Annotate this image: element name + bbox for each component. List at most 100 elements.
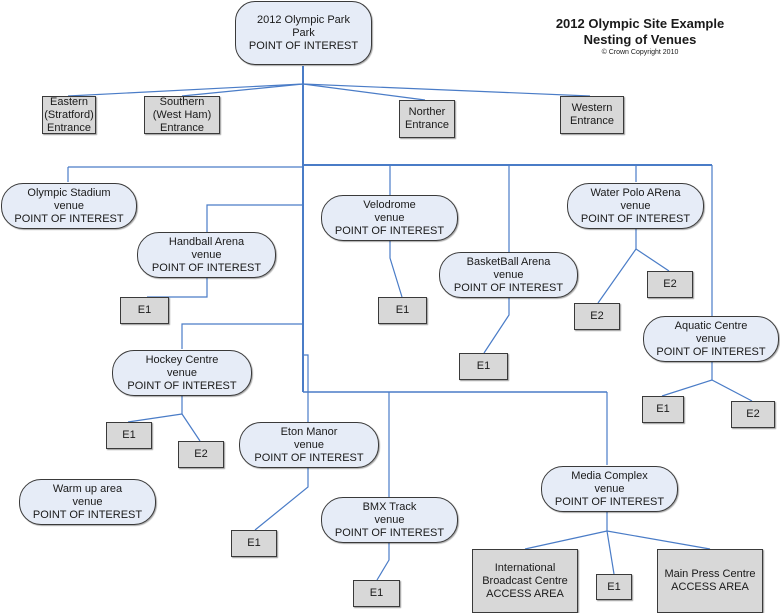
link-basketball-e1 [483, 297, 510, 354]
venue-name: Hockey Centre [145, 353, 219, 366]
entrance-label: Entrance [404, 119, 450, 131]
access-area-main-press-centre[interactable]: Main Press Centre ACCESS AREA [657, 549, 763, 613]
link-eton-e1 [254, 467, 309, 531]
link-hockey-e2 [181, 413, 201, 442]
aquatic-e2[interactable]: E2 [731, 401, 775, 428]
link-hockey-e1 [127, 413, 183, 423]
bmx-e1[interactable]: E1 [353, 580, 400, 607]
e-label: E2 [590, 310, 604, 322]
entrance-label: Entrance [46, 121, 92, 134]
basketball-e1[interactable]: E1 [459, 353, 508, 380]
venue-bmx-track[interactable]: BMX Track venue POINT OF INTEREST [321, 497, 458, 543]
venue-type: venue [594, 482, 625, 495]
link-handball [206, 204, 303, 232]
handball-e1[interactable]: E1 [120, 297, 169, 324]
link-media-e1 [606, 530, 615, 575]
hockey-e2[interactable]: E2 [178, 441, 224, 468]
venue-name: Eton Manor [280, 425, 338, 438]
link-eton [303, 354, 309, 422]
entrance-label: (Stratford) [44, 108, 94, 121]
venue-kind: POINT OF INTEREST [254, 451, 364, 464]
link-media-iba [524, 530, 608, 550]
entrance-western[interactable]: Western Entrance [560, 96, 624, 134]
node-label: 2012 Olympic Park [257, 13, 350, 26]
entrance-norther[interactable]: Norther Entrance [399, 100, 455, 138]
e-label: E1 [137, 304, 152, 316]
e-label: E1 [476, 360, 491, 372]
e-label: E1 [656, 403, 670, 415]
hockey-e1[interactable]: E1 [106, 422, 152, 449]
title-line-2: Nesting of Venues [583, 32, 697, 47]
node-olympic-park[interactable]: 2012 Olympic Park Park POINT OF INTEREST [235, 1, 372, 65]
e-label: E1 [607, 580, 621, 593]
entrance-eastern[interactable]: Eastern (Stratford) Entrance [42, 96, 96, 134]
venue-eton-manor[interactable]: Eton Manor venue POINT OF INTEREST [239, 422, 379, 468]
link-bmx-e1 [376, 543, 390, 581]
venue-basketball-arena[interactable]: BasketBall Arena venue POINT OF INTEREST [439, 252, 578, 298]
velodrome-e1[interactable]: E1 [378, 297, 427, 324]
diagram-title: 2012 Olympic Site Example Nesting of Ven… [530, 16, 750, 58]
title-line-1: 2012 Olympic Site Example [555, 16, 725, 31]
venue-type: venue [620, 199, 651, 212]
venue-type: venue [294, 438, 324, 451]
access-label: International [494, 561, 556, 574]
venue-water-polo-arena[interactable]: Water Polo ARena venue POINT OF INTEREST [567, 183, 704, 229]
node-kind: POINT OF INTEREST [248, 39, 359, 52]
link-waterpolo-e2a [597, 248, 637, 304]
venue-velodrome[interactable]: Velodrome venue POINT OF INTEREST [321, 195, 458, 241]
venue-type: venue [167, 366, 197, 379]
e-label: E2 [663, 278, 677, 290]
venue-handball-arena[interactable]: Handball Arena venue POINT OF INTEREST [137, 232, 276, 278]
e-label: E1 [369, 587, 384, 599]
entrance-label: Entrance [569, 115, 615, 127]
eton-e1[interactable]: E1 [231, 530, 277, 557]
venue-kind: POINT OF INTEREST [334, 224, 445, 237]
venue-warm-up-area[interactable]: Warm up area venue POINT OF INTEREST [19, 479, 156, 525]
link-handball-e1 [147, 278, 208, 298]
waterpolo-e2-left[interactable]: E2 [574, 303, 620, 330]
entrance-label: (West Ham) [152, 108, 212, 121]
e-label: E1 [395, 304, 410, 316]
entrance-southern[interactable]: Southern (West Ham) Entrance [144, 96, 220, 134]
link-hockey [181, 323, 303, 349]
entrance-label: Entrance [159, 121, 205, 134]
venue-kind: POINT OF INTEREST [14, 212, 124, 225]
e-label: E2 [746, 408, 760, 420]
entrance-label: Eastern [50, 95, 88, 108]
entrance-label: Norther [408, 106, 446, 118]
entrance-label: Southern [159, 95, 205, 108]
venue-name: BMX Track [362, 500, 417, 513]
copyright-notice: © Crown Copyright 2010 [601, 49, 679, 56]
venue-hockey-centre[interactable]: Hockey Centre venue POINT OF INTEREST [112, 350, 252, 396]
venue-name: Media Complex [571, 469, 648, 482]
access-label: ACCESS AREA [486, 587, 564, 600]
access-label: Broadcast Centre [482, 574, 568, 587]
entrance-label: Western [571, 102, 613, 114]
venue-type: venue [54, 199, 84, 212]
venue-name: Aquatic Centre [674, 319, 748, 332]
venue-name: Velodrome [363, 198, 416, 211]
venue-olympic-stadium[interactable]: Olympic Stadium venue POINT OF INTEREST [1, 183, 137, 229]
venue-media-complex[interactable]: Media Complex venue POINT OF INTEREST [541, 466, 678, 512]
link-southern [181, 83, 304, 97]
e-label: E2 [194, 448, 208, 460]
media-e1[interactable]: E1 [596, 574, 632, 600]
venue-aquatic-centre[interactable]: Aquatic Centre venue POINT OF INTEREST [643, 316, 779, 362]
link-waterpolo-e2b [635, 248, 670, 272]
venue-type: venue [374, 211, 405, 224]
access-label: Main Press Centre [664, 568, 756, 580]
link-eastern [67, 83, 304, 97]
waterpolo-e2-right[interactable]: E2 [647, 271, 693, 298]
venue-name: Water Polo ARena [590, 186, 681, 199]
venue-name: Warm up area [52, 482, 123, 495]
venue-name: Olympic Stadium [27, 186, 111, 199]
link-western [302, 83, 591, 97]
venue-type: venue [696, 332, 726, 345]
aquatic-e1[interactable]: E1 [642, 396, 684, 423]
access-area-international-broadcast-centre[interactable]: International Broadcast Centre ACCESS AR… [472, 549, 578, 613]
venue-name: Handball Arena [168, 235, 245, 248]
venue-kind: POINT OF INTEREST [334, 526, 445, 539]
venue-type: venue [374, 513, 405, 526]
venue-kind: POINT OF INTEREST [32, 508, 143, 521]
